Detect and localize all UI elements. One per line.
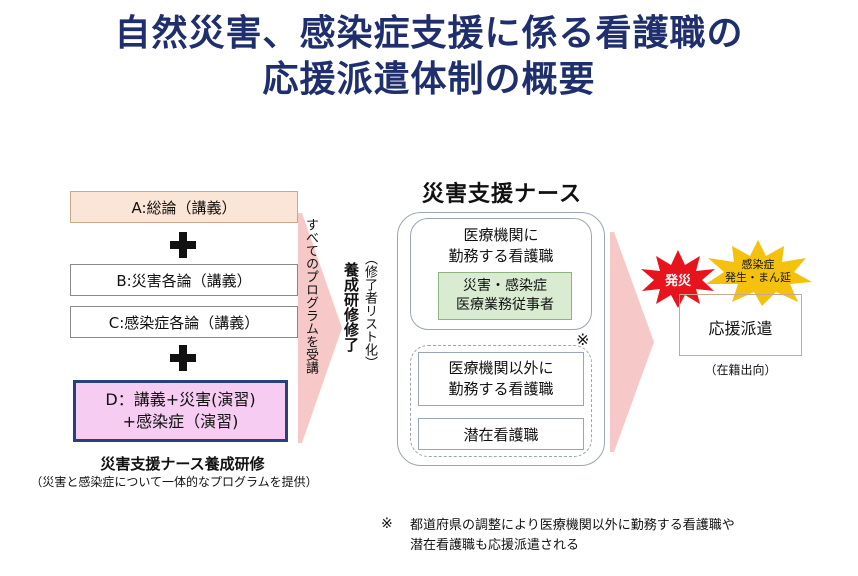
burst-disaster-label: 発災 [664, 274, 691, 289]
dispatch-box: 応援派遣 [679, 294, 802, 356]
latent-nurse-box: 潜在看護職 [418, 418, 584, 450]
program-b-box: B:災害各論（講義） [70, 264, 298, 296]
nurse-title: 災害支援ナース [422, 182, 582, 207]
program-c-label: C:感染症各論（講義） [108, 313, 260, 332]
dispatch-sub: （在籍出向） [704, 363, 777, 377]
staff-box: 災害・感染症 医療業務従事者 [438, 272, 572, 320]
disaster-burst-icon [641, 250, 715, 308]
program-d-box: D：講義+災害(演習) +感染症（演習) [73, 380, 288, 442]
arrow-right-icon [298, 213, 342, 443]
page-title: 自然災害、感染症支援に係る看護職の [114, 13, 744, 54]
other-nurse-container [410, 345, 592, 457]
training-note: （災害と感染症について一体的なプログラムを提供） [30, 475, 318, 489]
dispatch-label: 応援派遣 [708, 319, 773, 338]
program-b-label: B:災害各論（講義） [116, 271, 252, 290]
program-a-label: A:総論（講義） [131, 198, 237, 217]
burst-infection-line2: 発生・まん延 [725, 271, 791, 284]
page-subtitle: 応援派遣体制の概要 [262, 59, 596, 100]
plus-icon [170, 232, 196, 258]
other-line2: 勤務する看護職 [448, 380, 554, 398]
footnote-line1: 都道府県の調整により医療機関以外に勤務する看護職や [410, 518, 735, 533]
latent-label: 潜在看護職 [463, 425, 539, 444]
hospital-nurse-box [410, 218, 592, 330]
program-d-line2: +感染症（演習) [122, 412, 239, 431]
other-line1: 医療機関以外に [448, 359, 554, 377]
completion-main: 養成研修修了 [342, 262, 360, 352]
arrow-right-icon [610, 232, 654, 452]
infection-burst-icon [706, 240, 812, 306]
nurse-container [397, 212, 605, 466]
program-a-box: A:総論（講義） [70, 191, 298, 223]
hospital-line2: 勤務する看護職 [448, 247, 554, 265]
arrow1-text: すべてのプログラムを受講 [303, 218, 318, 374]
training-name: 災害支援ナース養成研修 [100, 455, 265, 473]
program-d-line1: D：講義+災害(演習) [105, 390, 256, 409]
other-nurse-box: 医療機関以外に 勤務する看護職 [418, 352, 584, 406]
footnote-mark: ※ [381, 516, 393, 532]
footnote-line2: 潜在看護職も応援派遣される [410, 538, 580, 553]
staff-line1: 災害・感染症 [463, 278, 547, 294]
staff-line2: 医療業務従事者 [456, 297, 554, 313]
completion-sub: （修了者リスト化） [362, 252, 377, 369]
nurse-note-mark: ※ [576, 330, 590, 349]
program-c-box: C:感染症各論（講義） [70, 306, 298, 338]
hospital-line1: 医療機関に [463, 226, 539, 244]
burst-infection-line1: 感染症 [741, 258, 775, 271]
plus-icon [170, 345, 196, 371]
